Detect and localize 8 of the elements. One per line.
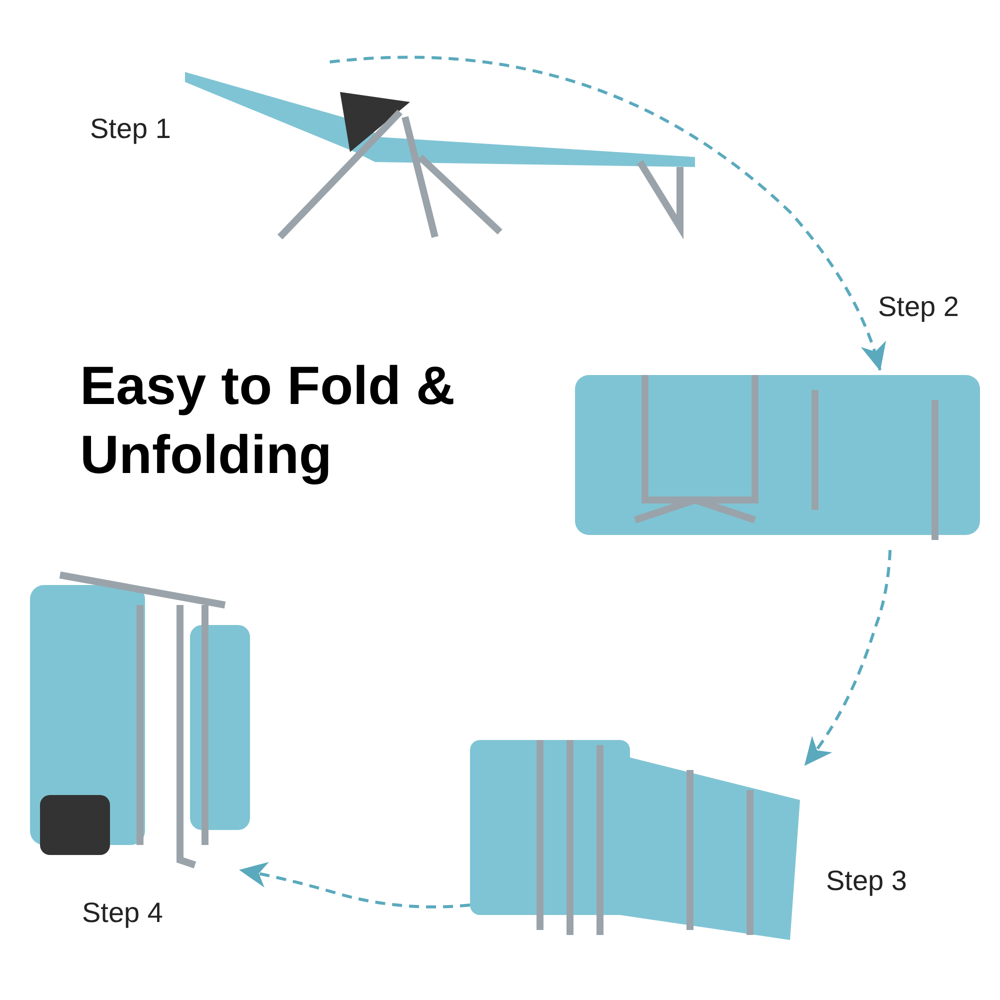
dashed-arrow xyxy=(330,56,886,371)
step-label: Step 3 xyxy=(826,864,907,898)
step-label: Step 2 xyxy=(878,290,959,324)
dashed-arrow xyxy=(804,550,892,766)
dashed-arrow xyxy=(239,862,470,908)
step-label: Step 1 xyxy=(90,112,171,146)
step-label: Step 4 xyxy=(82,896,163,930)
heading: Easy to Fold & Unfolding xyxy=(80,355,456,487)
